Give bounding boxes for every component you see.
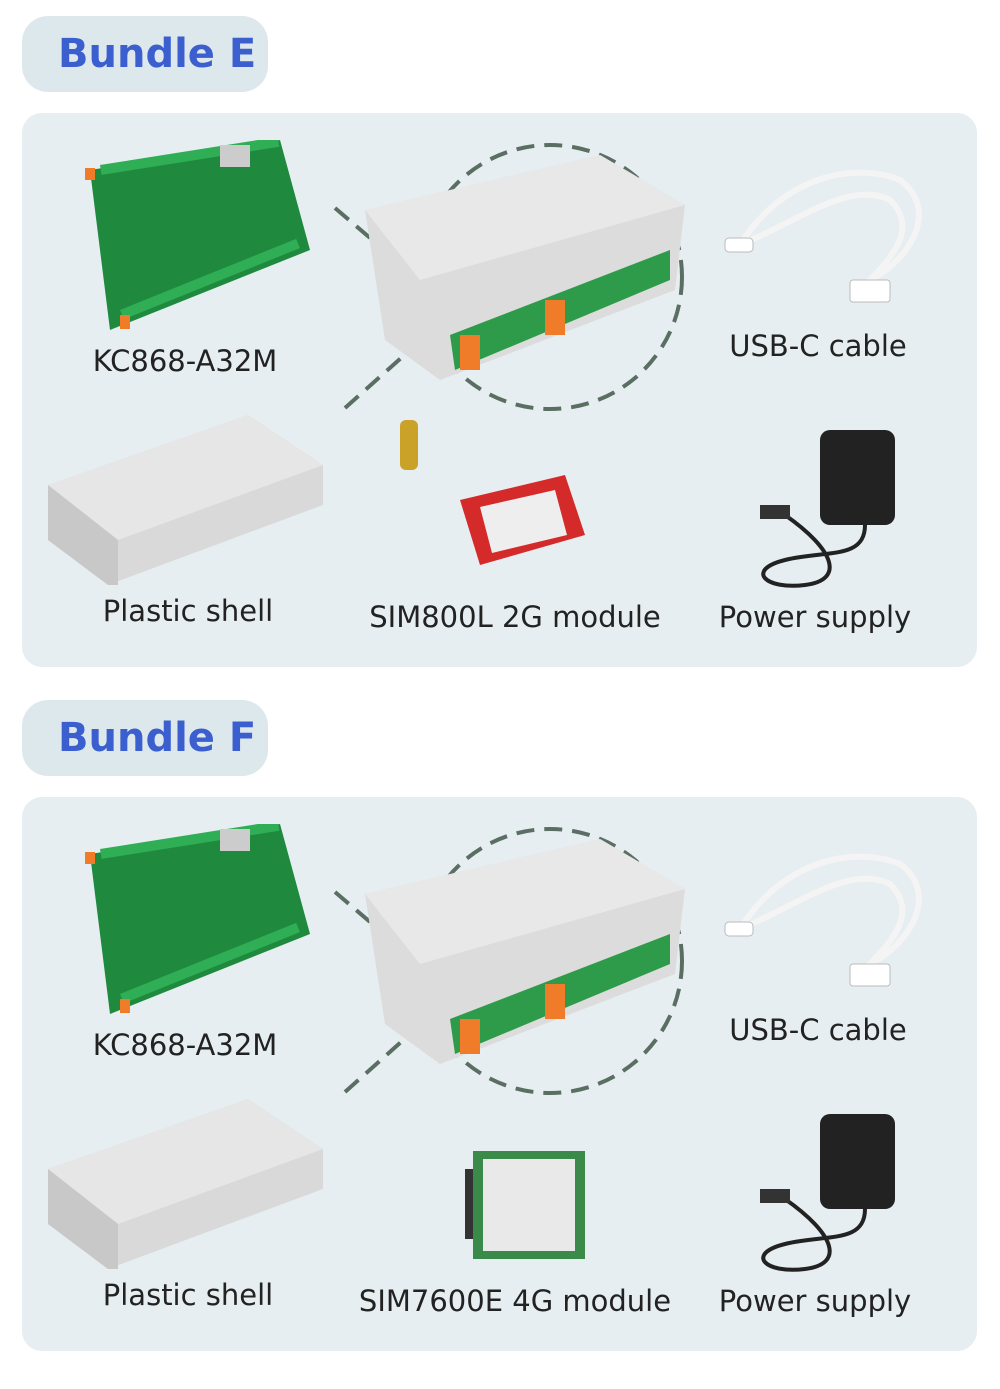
bundle-e: Bundle E KC868-A32M Plastic shell SIM800…	[0, 0, 1000, 684]
board-label: KC868-A32M	[92, 344, 278, 378]
power-label: Power supply	[718, 1284, 912, 1318]
controller-board-image	[85, 140, 310, 330]
bundle-title: Bundle E	[22, 16, 268, 92]
enclosure-with-board-image	[333, 143, 685, 411]
power-supply-image	[760, 1114, 895, 1272]
plastic-shell-image	[48, 1099, 323, 1269]
module-label: SIM7600E 4G module	[358, 1284, 672, 1318]
usb-c-cable-image	[724, 169, 922, 303]
shell-label: Plastic shell	[102, 594, 274, 628]
power-label: Power supply	[718, 600, 912, 634]
enclosure-with-board-image	[333, 827, 685, 1095]
shell-label: Plastic shell	[102, 1278, 274, 1312]
power-supply-image	[760, 430, 895, 588]
bundle-f: Bundle F KC868-A32M Plastic shell SIM760…	[0, 684, 1000, 1368]
bundle-title: Bundle F	[22, 700, 268, 776]
usb-c-cable-image	[724, 853, 922, 987]
module-label: SIM800L 2G module	[369, 600, 661, 634]
cable-label: USB-C cable	[729, 1013, 907, 1047]
sim7600e-module-image	[465, 1151, 585, 1259]
board-label: KC868-A32M	[92, 1028, 278, 1062]
controller-board-image	[85, 824, 310, 1014]
plastic-shell-image	[48, 415, 323, 585]
cable-label: USB-C cable	[729, 329, 907, 363]
sim800l-module-image	[400, 420, 585, 565]
